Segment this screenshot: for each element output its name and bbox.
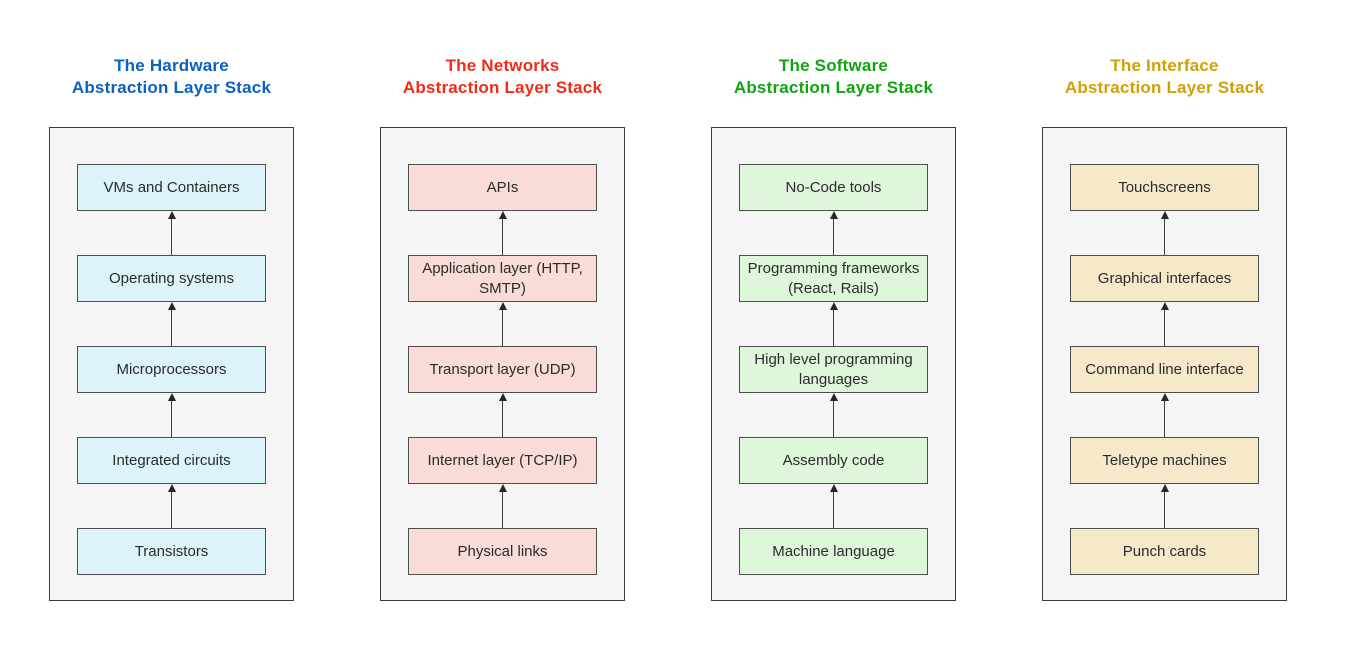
stack-title-line-1: The Networks xyxy=(445,56,560,75)
stack-title-software: The Software Abstraction Layer Stack xyxy=(711,55,956,98)
up-arrow-icon xyxy=(408,211,597,255)
layer-box: VMs and Containers xyxy=(77,164,266,211)
stack-column-interface: The Interface Abstraction Layer Stack To… xyxy=(1042,55,1287,601)
up-arrow-icon xyxy=(408,302,597,346)
layer-box: Application layer (HTTP, SMTP) xyxy=(408,255,597,302)
layer-box: Physical links xyxy=(408,528,597,575)
abstraction-stacks-diagram: The Hardware Abstraction Layer Stack VMs… xyxy=(0,0,1358,601)
stack-panel-networks: APIs Application layer (HTTP, SMTP) Tran… xyxy=(380,127,625,601)
up-arrow-icon xyxy=(77,393,266,437)
layer-box: Machine language xyxy=(739,528,928,575)
up-arrow-icon xyxy=(77,484,266,528)
up-arrow-icon xyxy=(739,484,928,528)
up-arrow-icon xyxy=(408,393,597,437)
layer-box: Assembly code xyxy=(739,437,928,484)
stack-title-networks: The Networks Abstraction Layer Stack xyxy=(380,55,625,98)
stack-panel-software: No-Code tools Programming frameworks (Re… xyxy=(711,127,956,601)
layer-box: High level programming languages xyxy=(739,346,928,393)
stack-title-line-1: The Interface xyxy=(1110,56,1219,75)
layer-box: Internet layer (TCP/IP) xyxy=(408,437,597,484)
up-arrow-icon xyxy=(1070,484,1259,528)
stack-column-networks: The Networks Abstraction Layer Stack API… xyxy=(380,55,625,601)
layer-box: Teletype machines xyxy=(1070,437,1259,484)
layer-box: Programming frameworks (React, Rails) xyxy=(739,255,928,302)
layer-box: Operating systems xyxy=(77,255,266,302)
layer-box: Transport layer (UDP) xyxy=(408,346,597,393)
up-arrow-icon xyxy=(77,302,266,346)
stack-title-line-2: Abstraction Layer Stack xyxy=(402,77,603,97)
layer-box: APIs xyxy=(408,164,597,211)
stack-column-software: The Software Abstraction Layer Stack No-… xyxy=(711,55,956,601)
up-arrow-icon xyxy=(739,211,928,255)
layer-box: Microprocessors xyxy=(77,346,266,393)
stack-title-line-2: Abstraction Layer Stack xyxy=(733,77,934,97)
stack-panel-interface: Touchscreens Graphical interfaces Comman… xyxy=(1042,127,1287,601)
stack-title-line-1: The Software xyxy=(778,56,889,75)
stack-title-interface: The Interface Abstraction Layer Stack xyxy=(1042,55,1287,98)
stack-title-hardware: The Hardware Abstraction Layer Stack xyxy=(49,55,294,98)
up-arrow-icon xyxy=(408,484,597,528)
up-arrow-icon xyxy=(1070,393,1259,437)
stack-title-line-1: The Hardware xyxy=(114,56,229,75)
layer-box: No-Code tools xyxy=(739,164,928,211)
layer-box: Punch cards xyxy=(1070,528,1259,575)
up-arrow-icon xyxy=(1070,211,1259,255)
stack-panel-hardware: VMs and Containers Operating systems Mic… xyxy=(49,127,294,601)
up-arrow-icon xyxy=(739,393,928,437)
stack-column-hardware: The Hardware Abstraction Layer Stack VMs… xyxy=(49,55,294,601)
layer-box: Integrated circuits xyxy=(77,437,266,484)
layer-box: Command line interface xyxy=(1070,346,1259,393)
up-arrow-icon xyxy=(739,302,928,346)
layer-box: Graphical interfaces xyxy=(1070,255,1259,302)
up-arrow-icon xyxy=(77,211,266,255)
up-arrow-icon xyxy=(1070,302,1259,346)
layer-box: Touchscreens xyxy=(1070,164,1259,211)
stack-title-line-2: Abstraction Layer Stack xyxy=(1064,77,1265,97)
layer-box: Transistors xyxy=(77,528,266,575)
stack-title-line-2: Abstraction Layer Stack xyxy=(71,77,272,97)
